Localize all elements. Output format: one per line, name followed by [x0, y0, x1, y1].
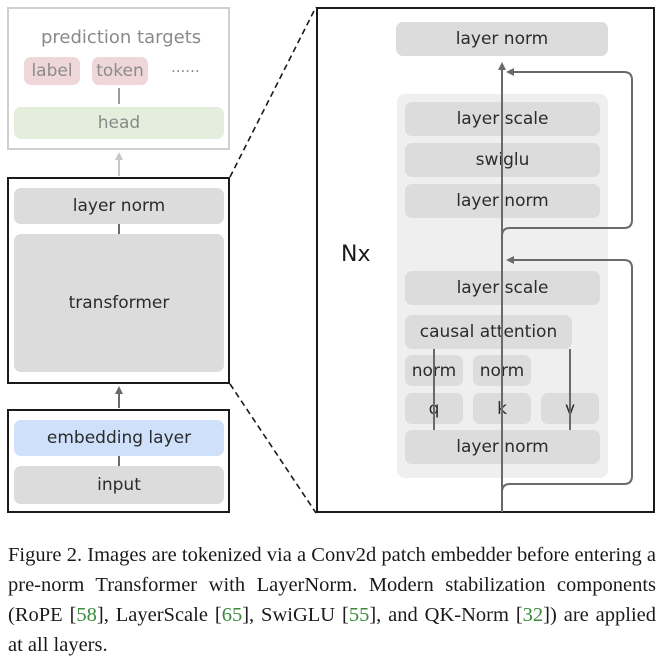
input-block: input: [14, 466, 224, 504]
citation-swiglu[interactable]: 55: [348, 604, 370, 626]
embedding-layer-block: embedding layer: [14, 420, 224, 456]
transformer-block: transformer: [14, 234, 224, 372]
zoom-line-top: [229, 6, 317, 178]
citation-rope[interactable]: 58: [76, 604, 97, 626]
zoom-line-bottom: [229, 383, 317, 514]
mlp-residual-skip: [501, 68, 633, 237]
embedding-frame: [7, 409, 230, 513]
caption-text: ], and QK-Norm [: [369, 604, 523, 626]
caption-text: ], SwiGLU [: [242, 604, 349, 626]
prediction-targets-label: prediction targets: [41, 27, 202, 48]
more-targets-dots: ......: [171, 58, 200, 76]
citation-layerscale[interactable]: 65: [221, 604, 243, 626]
citation-qknorm[interactable]: 32: [522, 604, 544, 626]
prediction-head-frame: [7, 7, 230, 150]
caption-text: ], LayerScale [: [96, 604, 222, 626]
diagram-connectors: [115, 6, 633, 514]
token-target: token: [92, 57, 148, 85]
head-block: head: [14, 107, 224, 139]
figure-caption: Figure 2. Images are tokenized via a Con…: [8, 540, 656, 660]
nx-repeat-label: Nx: [341, 242, 371, 267]
layer-norm-block: layer norm: [14, 188, 224, 224]
attention-residual-skip: [501, 256, 633, 493]
label-target: label: [24, 57, 80, 85]
transformer-layer-detail-frame: [316, 7, 655, 513]
caption-text: Figure 2. Images are tokenized via a Con…: [8, 544, 656, 626]
transformer-frame: [7, 177, 230, 384]
caption-text: ]) are applied at all layers.: [8, 604, 656, 656]
causal-attention-block: causal attention: [405, 315, 572, 349]
top-layer-norm-block: layer norm: [396, 22, 608, 56]
